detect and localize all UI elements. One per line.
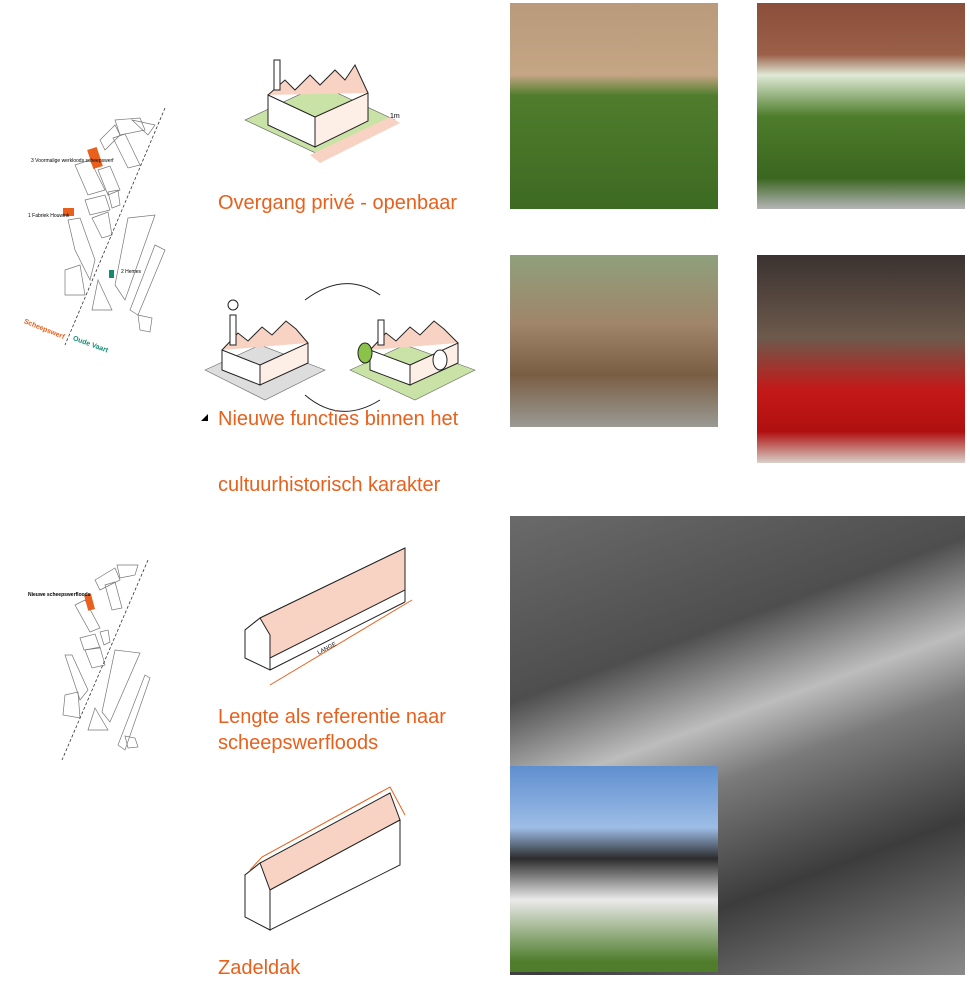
saddle-roof-diagram (244, 786, 406, 931)
photo-cinema-red-seats (757, 255, 965, 463)
length-diagram (244, 547, 413, 686)
photo-garden-hedge (757, 3, 965, 209)
caption-lengte-1: Lengte als referentie naar (218, 706, 446, 728)
caption-overgang: Overgang privé - openbaar (218, 192, 458, 214)
caption-zadeldak: Zadeldak (218, 957, 301, 979)
photo-greenhouse-restaurant (510, 255, 718, 427)
caption-lengte-2: scheepswerfloods (218, 732, 379, 754)
map-label-3: 3 Voormalige werkloods scheepswerf (31, 158, 114, 164)
map-label-1: 1 Fabriek Houwink (28, 213, 70, 219)
new-functions-diagram (204, 283, 476, 412)
caption-nieuwe-functies-2: cultuurhistorisch karakter (218, 474, 441, 496)
caption-nieuwe-functies-1: Nieuwe functies binnen het (218, 408, 459, 430)
site-map-2 (61, 559, 151, 761)
collapse-triangle-icon[interactable] (201, 414, 208, 421)
factory-transition-diagram (244, 59, 400, 163)
dimension-label: 1m (390, 113, 400, 120)
map-label-new-shed: Nieuwe scheepswerfloods (28, 592, 91, 598)
map-label-2: 2 Hemes (121, 269, 142, 275)
photo-modern-gable-house (510, 766, 718, 972)
photo-hedge-house (510, 3, 718, 209)
site-map-1 (63, 107, 166, 346)
